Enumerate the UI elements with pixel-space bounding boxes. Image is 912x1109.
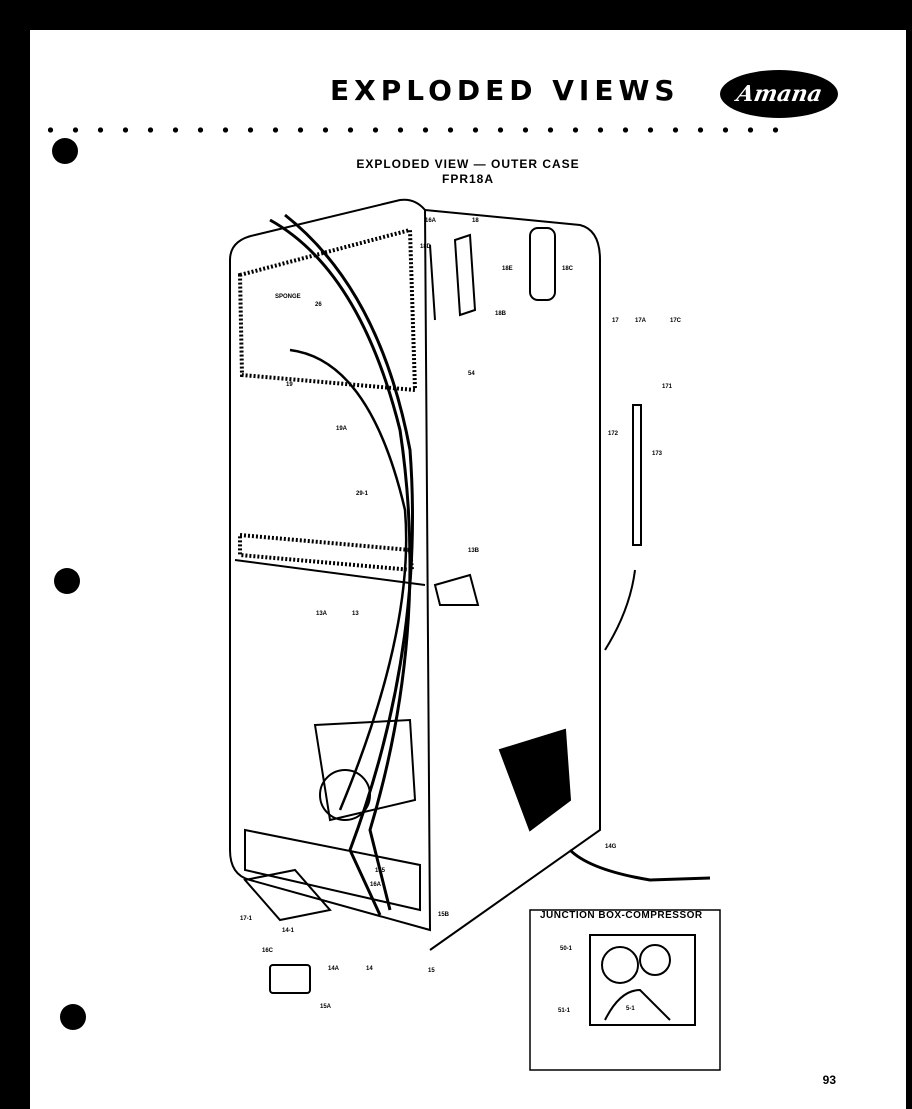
label-17: 17 — [612, 318, 619, 324]
diagram-model: FPR18A — [441, 172, 494, 186]
label-18e: 18E — [502, 266, 513, 272]
label-172: 172 — [608, 431, 619, 437]
defrost-heater-bracket — [498, 728, 572, 832]
label-5-1: 5-1 — [626, 1006, 635, 1012]
thermostat-13b — [433, 573, 480, 606]
label-17a: 17A — [635, 318, 647, 324]
label-29-1: 29-1 — [356, 491, 369, 497]
label-18d: 18D — [420, 244, 432, 250]
compressor-dome — [319, 769, 371, 821]
exploded-view-drawing: 16A 18 18E 18D 18B 18C SPONGE 26 17 17A … — [229, 198, 721, 1071]
label-18: 18 — [472, 218, 479, 224]
binder-hole-bottom — [60, 1004, 86, 1030]
label-50-1: 50-1 — [560, 946, 573, 952]
cabinet-side-outline — [424, 209, 601, 951]
drain-tube — [604, 569, 636, 651]
label-15b: 15B — [438, 912, 450, 918]
label-14g: 14G — [605, 844, 617, 850]
label-171: 171 — [662, 384, 673, 390]
page-number: 93 — [822, 1073, 836, 1087]
wire-harness — [289, 348, 408, 811]
junction-box-plate — [589, 934, 696, 1026]
label-17-1: 17-1 — [240, 916, 253, 922]
label-19a: 19A — [336, 426, 348, 432]
junction-box-title: JUNCTION BOX-COMPRESSOR — [540, 910, 703, 921]
label-14-1: 14-1 — [282, 928, 295, 934]
label-26: 26 — [315, 302, 322, 308]
divider-gasket — [238, 532, 415, 573]
label-13b: 13B — [468, 548, 480, 554]
label-173: 173 — [652, 451, 663, 457]
terminal-right — [639, 944, 671, 976]
label-16a-bottom: 16A — [370, 882, 382, 888]
label-51-1: 51-1 — [558, 1008, 571, 1014]
label-19: 19 — [286, 382, 293, 388]
label-18b: 18B — [495, 311, 507, 317]
page-title: EXPLODED VIEWS — [330, 74, 680, 107]
label-18c: 18C — [562, 266, 574, 272]
catalog-page: EXPLODED VIEWS Amana EXPLODED VIEW — OUT… — [30, 30, 906, 1109]
label-155: 155 — [375, 868, 386, 874]
foot-cover-15a — [269, 964, 311, 994]
drip-tray-17-1 — [243, 868, 332, 922]
freezer-gasket — [237, 227, 418, 393]
switch-assembly-18 — [429, 233, 477, 321]
control-knob-18c — [529, 227, 556, 301]
label-14: 14 — [366, 966, 373, 972]
label-13: 13 — [352, 611, 359, 617]
compressor-housing — [313, 718, 417, 822]
binder-hole-top — [52, 138, 78, 164]
diagram-title: EXPLODED VIEW — OUTER CASE — [356, 157, 580, 171]
label-54: 54 — [468, 371, 475, 377]
label-15: 15 — [428, 968, 435, 974]
label-16c: 16C — [262, 948, 274, 954]
junction-box-frame — [529, 909, 721, 1071]
refrigerant-tube-1 — [269, 218, 412, 911]
power-cord — [568, 848, 711, 882]
label-15a: 15A — [320, 1004, 332, 1010]
junction-wires — [604, 988, 671, 1021]
label-sponge: SPONGE — [275, 294, 301, 300]
refrigerant-tube-2 — [284, 213, 414, 916]
base-frame — [244, 828, 421, 912]
cabinet-front-outline — [229, 198, 432, 932]
terminal-left — [601, 946, 639, 984]
binder-hole-middle — [54, 568, 80, 594]
label-17c: 17C — [670, 318, 682, 324]
divider-line — [234, 559, 426, 586]
label-14a: 14A — [328, 966, 340, 972]
label-16a-top: 16A — [425, 218, 437, 224]
label-13a: 13A — [316, 611, 328, 617]
tube-173 — [632, 404, 642, 546]
dotted-divider — [38, 126, 798, 134]
amana-logo: Amana — [720, 70, 838, 118]
